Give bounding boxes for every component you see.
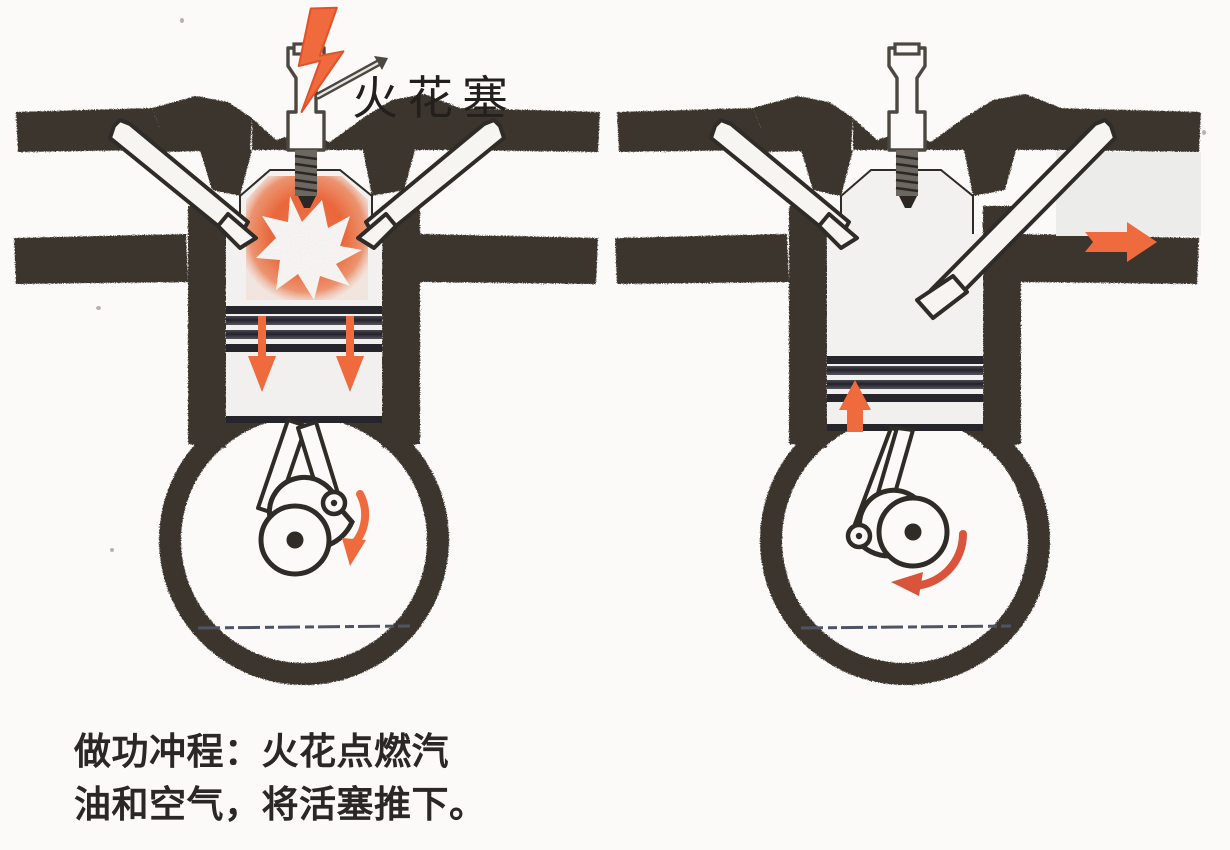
paper-speck [96,306,101,310]
piston-down-arrows [248,316,364,392]
power-stroke-illustration [14,6,600,685]
exhaust-stroke-illustration [615,42,1201,685]
intake-valve-left [108,118,258,250]
panel-exhaust-stroke: 出气口 排气冲程：活塞升起，将废 气排出。 [615,0,1230,850]
combustion-burst [246,176,368,300]
paper-speck [110,548,114,552]
callout-spark-plug: 火花塞 [352,73,517,124]
crank-assembly-left [197,418,411,630]
exhaust-valve-left [356,118,506,250]
crank-rotation-arrow-left [342,490,370,566]
piston-left [226,306,382,423]
intake-valve-right [709,118,859,250]
lightning-bolt-icon [297,6,345,114]
caption-power-stroke: 做功冲程：火花点燃汽 油和空气，将活塞推下。 [74,730,487,826]
paper-speck [180,18,184,23]
piston-up-arrow [839,380,871,432]
exhaust-valve-right-open [915,118,1117,320]
paper-speck [1202,130,1206,135]
spark-plug-right [887,42,927,208]
crank-assembly-right [800,426,1012,630]
panel-power-stroke: 火花塞 做功冲程：火花点燃汽 油和空气，将活塞推下。 [14,6,600,826]
crank-rotation-arrow-right [891,530,967,596]
exhaust-outlet-arrow [1085,222,1157,262]
